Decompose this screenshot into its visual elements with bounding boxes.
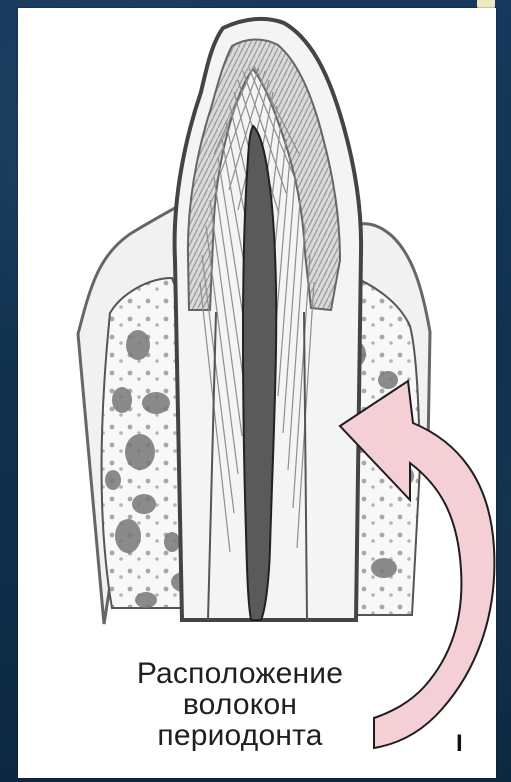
diagram-panel: Расположение волокон периодонта I [18, 8, 496, 778]
caption-line-2: волокон [90, 689, 390, 720]
caption-line-1: Расположение [90, 658, 390, 689]
caption-line-3: периодонта [90, 720, 390, 751]
figure-number: I [456, 732, 463, 756]
diagram-caption: Расположение волокон периодонта [90, 658, 390, 751]
